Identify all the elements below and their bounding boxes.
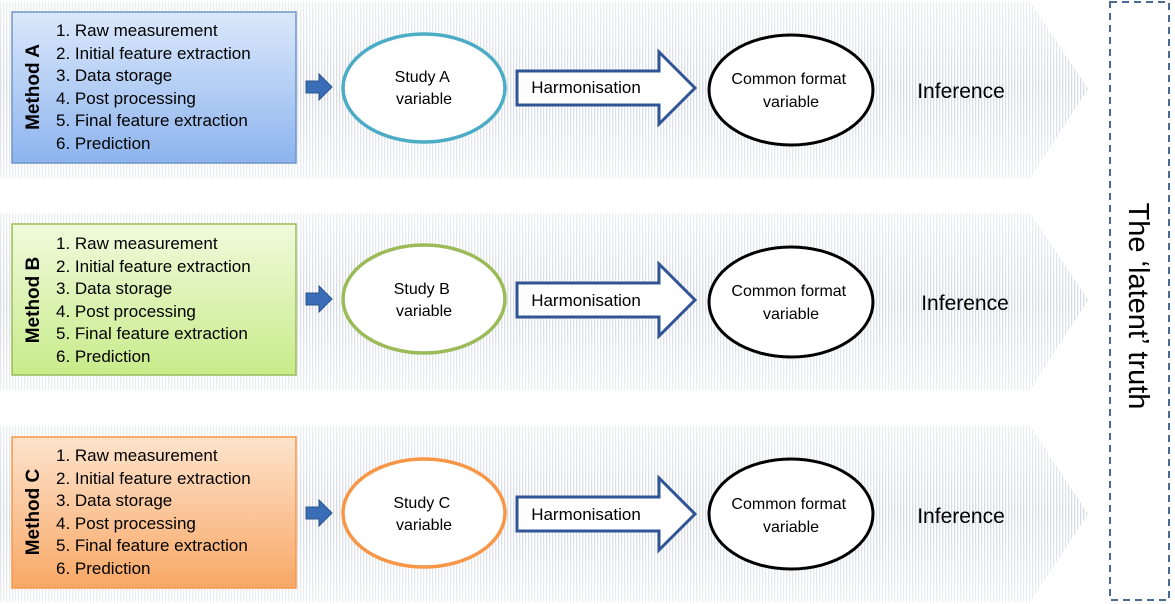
harmonisation-label: Harmonisation bbox=[531, 78, 641, 97]
method-box bbox=[11, 11, 297, 164]
common-format-label: Common format variable bbox=[731, 71, 850, 111]
study-label: Study A variable bbox=[395, 69, 454, 108]
step-list: 1. Raw measurement 2. Initial feature ex… bbox=[56, 234, 255, 366]
step-item: 1. Raw measurement bbox=[56, 446, 218, 465]
row-method-a: Method A 1. Raw measurement 2. Initial f… bbox=[0, 2, 1088, 178]
common-format-label: Common format variable bbox=[731, 283, 850, 323]
step-item: 5. Final feature extraction bbox=[56, 324, 248, 343]
method-label: Method B bbox=[23, 257, 44, 344]
method-label: Method C bbox=[23, 468, 44, 555]
small-arrow-icon bbox=[305, 498, 333, 528]
method-label: Method A bbox=[23, 44, 44, 130]
step-item: 6. Prediction bbox=[56, 559, 151, 578]
step-item: 6. Prediction bbox=[56, 134, 151, 153]
inference-label: Inference bbox=[921, 292, 1009, 315]
step-item: 5. Final feature extraction bbox=[56, 536, 248, 555]
study-variable-node bbox=[341, 243, 507, 355]
row-method-c: Method C 1. Raw measurement 2. Initial f… bbox=[0, 426, 1088, 602]
study-variable-node bbox=[341, 457, 507, 569]
step-item: 3. Data storage bbox=[56, 279, 172, 298]
harmonisation-arrow bbox=[515, 474, 698, 554]
step-item: 2. Initial feature extraction bbox=[56, 469, 251, 488]
step-item: 4. Post processing bbox=[56, 302, 196, 321]
row-method-b: Method B 1. Raw measurement 2. Initial f… bbox=[0, 213, 1088, 390]
study-variable-node bbox=[341, 32, 507, 144]
inference-label: Inference bbox=[917, 505, 1005, 528]
step-item: 4. Post processing bbox=[56, 514, 196, 533]
step-list: 1. Raw measurement 2. Initial feature ex… bbox=[56, 446, 255, 578]
step-item: 1. Raw measurement bbox=[56, 234, 218, 253]
step-item: 6. Prediction bbox=[56, 347, 151, 366]
step-item: 4. Post processing bbox=[56, 89, 196, 108]
inference-label: Inference bbox=[917, 80, 1005, 103]
harmonisation-arrow bbox=[515, 260, 698, 340]
latent-truth-box bbox=[1109, 1, 1170, 601]
study-label: Study C variable bbox=[393, 495, 454, 534]
step-item: 2. Initial feature extraction bbox=[56, 44, 251, 63]
harmonisation-label: Harmonisation bbox=[531, 291, 641, 310]
common-format-node bbox=[707, 457, 875, 571]
study-label: Study B variable bbox=[394, 281, 454, 320]
step-item: 5. Final feature extraction bbox=[56, 111, 248, 130]
latent-truth-label: The ‘latent’ truth bbox=[1122, 203, 1154, 410]
method-box bbox=[11, 436, 297, 589]
step-item: 3. Data storage bbox=[56, 491, 172, 510]
small-arrow-icon bbox=[305, 284, 333, 314]
small-arrow-icon bbox=[305, 72, 333, 102]
step-item: 2. Initial feature extraction bbox=[56, 257, 251, 276]
step-item: 3. Data storage bbox=[56, 66, 172, 85]
common-format-node bbox=[707, 245, 875, 359]
step-item: 1. Raw measurement bbox=[56, 21, 218, 40]
harmonisation-arrow bbox=[515, 48, 698, 128]
step-list: 1. Raw measurement 2. Initial feature ex… bbox=[56, 21, 255, 153]
harmonisation-label: Harmonisation bbox=[531, 505, 641, 524]
method-box bbox=[11, 223, 297, 376]
common-format-label: Common format variable bbox=[731, 496, 850, 536]
common-format-node bbox=[707, 33, 875, 147]
